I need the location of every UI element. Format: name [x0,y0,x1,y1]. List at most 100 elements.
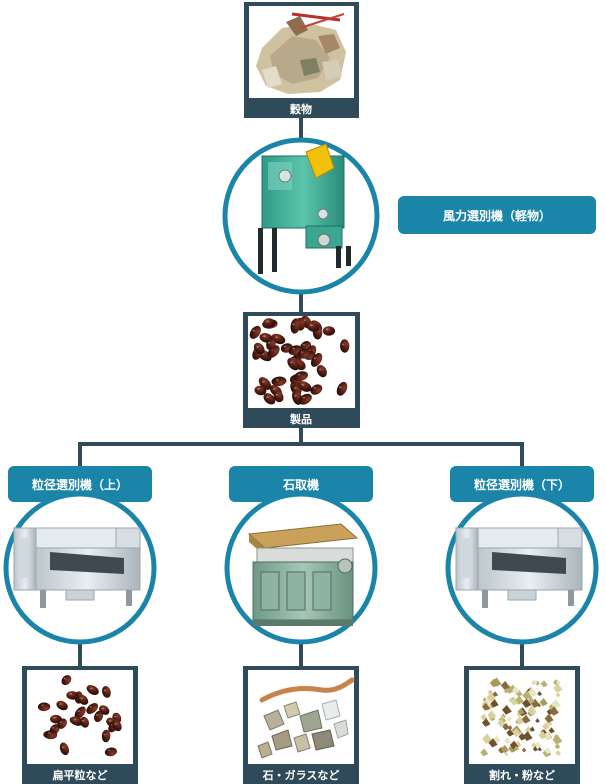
bean-highlight [275,378,279,381]
fragment-mark [515,716,524,725]
bean-highlight [290,361,293,364]
bean-highlight [59,703,62,705]
output-stones-box: 石・ガラスなど [243,666,359,784]
fragment-mark [507,725,513,730]
bean-highlight [294,394,297,397]
bean-highlight [339,386,342,389]
broken-powder-photo [480,677,563,758]
bean-highlight [41,704,44,707]
air-separator-label: 風力選別機（軽物） [443,208,551,223]
fragment-mark [531,742,537,748]
bean-highlight [101,707,104,710]
air-separator-node [222,137,380,295]
fragment-mark [482,718,491,727]
bean-highlight [51,727,55,729]
bean-highlight [103,733,106,736]
input-grain-box: 穀物 [244,2,359,118]
fragment-mark [510,697,519,706]
fragment-mark [482,733,493,744]
bean-mark [101,685,111,698]
fragment-mark [512,728,521,737]
bean-mark [263,318,276,328]
bean-mark [99,705,110,715]
fragment-mark [529,726,535,732]
fragment-mark [514,745,520,751]
bean-mark [101,729,111,743]
fragment-mark [540,680,548,688]
fragment-mark [504,751,509,756]
bean-mark [253,342,265,355]
product-box: 製品 [243,312,360,428]
bean-highlight [263,335,266,338]
fragment-mark [502,704,512,715]
bean-mark [271,376,287,387]
fragment-mark [486,692,496,702]
bean-mark [56,700,68,711]
sorter-upper-node [3,491,157,645]
bean-mark [287,357,300,371]
bean-highlight [302,396,306,399]
fragment-mark [484,696,492,705]
fragment-mark [538,730,547,740]
bean-highlight [275,394,279,396]
bean-mark [86,685,99,695]
fragment-mark [532,746,538,752]
bean-highlight [262,380,265,383]
bean-highlight [297,373,301,376]
fragment-mark [535,741,542,748]
bean-mark [80,716,89,728]
bean-mark [316,364,327,378]
product-caption: 製品 [289,412,312,426]
fragment-mark [482,702,490,711]
bean-mark [310,384,323,395]
bean-mark [104,747,117,757]
bean-highlight [257,388,261,390]
fragment-mark [490,699,499,708]
bean-mark [306,321,320,332]
bean-highlight [80,697,83,700]
bean-mark [293,371,309,382]
bean-highlight [275,336,279,339]
bean-mark [61,675,72,686]
fragment-mark [543,731,552,740]
air-separator-machine [258,143,351,274]
fragment-mark [489,678,499,688]
bean-mark [66,691,79,700]
bean-highlight [313,387,317,389]
sorter-lower-tag: 粒径選別機（下） [450,466,594,502]
bean-highlight [114,723,117,725]
destoner-tag: 石取機 [229,466,373,502]
bean-highlight [267,341,271,344]
size-sorter-machine [454,527,584,608]
bean-highlight [292,323,295,326]
fragment-mark [525,726,533,734]
output-broken-caption: 割れ・粉など [489,768,555,782]
sorter-lower-node [445,491,599,645]
bean-mark [44,730,58,739]
bean-highlight [108,749,111,752]
red-beans-photo [249,315,350,405]
fragment-mark [544,713,554,723]
fragment-mark [500,714,506,719]
fragment-mark [500,680,510,690]
bean-highlight [266,320,269,323]
bean-highlight [89,706,92,708]
fragment-mark [539,698,548,707]
bean-highlight [47,732,51,734]
fragment-mark [554,743,561,750]
bean-highlight [53,716,56,719]
bean-highlight [69,693,73,695]
destoner-machine [247,523,359,626]
fragment-mark [512,686,520,695]
fragment-mark [502,722,510,731]
bean-highlight [293,387,297,390]
bean-highlight [73,718,77,721]
bean-mark [297,348,310,359]
fragment-mark [537,691,543,696]
bean-highlight [266,396,270,399]
fragment-mark [522,690,532,700]
output-broken-box: 割れ・粉など [464,666,580,784]
air-separator-tag: 風力選別機（軽物） [398,196,596,234]
fragment-mark [532,679,538,685]
